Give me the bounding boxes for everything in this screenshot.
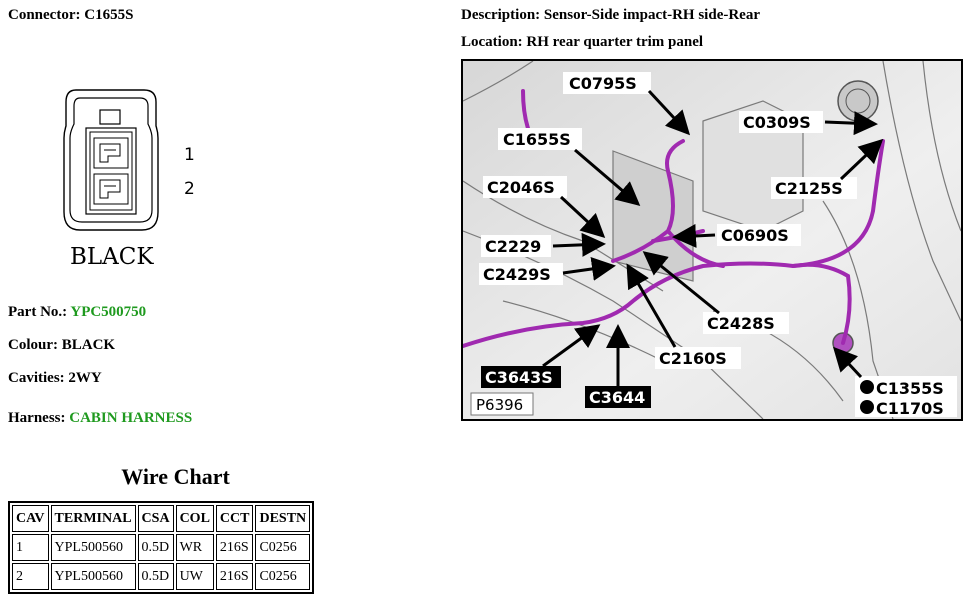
wire-chart-table: CAV TERMINAL CSA COL CCT DESTN 1 YPL5005…	[8, 501, 315, 594]
harness-line: Harness: CABIN HARNESS	[8, 410, 192, 427]
cavities-label: Cavities:	[8, 370, 65, 386]
harness-link[interactable]: CABIN HARNESS	[69, 410, 193, 426]
cavities-line: Cavities: 2WY	[8, 370, 102, 387]
callout-c3644: C3644	[585, 324, 651, 408]
cell-cct: 216S	[215, 563, 254, 590]
cavity-1	[93, 137, 129, 169]
callout-c1355s: C1355S	[832, 346, 957, 398]
svg-text:C2229: C2229	[485, 237, 541, 256]
location-line: Location: RH rear quarter trim panel	[461, 34, 703, 51]
callout-c0309s: C0309S	[739, 111, 878, 136]
svg-text:C1355S: C1355S	[876, 379, 944, 398]
colour-line: Colour: BLACK	[8, 337, 115, 354]
callout-c2160s: C2160S	[626, 263, 741, 369]
callout-c3643s: C3643S	[481, 324, 601, 388]
cell-col: WR	[175, 534, 214, 561]
cell-csa: 0.5D	[137, 563, 174, 590]
svg-text:P6396: P6396	[476, 396, 523, 414]
connector-pinout-drawing: 1 2 BLACK	[63, 89, 195, 270]
cell-cct: 216S	[215, 534, 254, 561]
svg-text:C1655S: C1655S	[503, 130, 571, 149]
location-image: C0795S C0309S C1655S C2125S C2046S C2229	[461, 59, 963, 421]
svg-text:C3643S: C3643S	[485, 368, 553, 387]
cell-terminal: YPL500560	[50, 563, 136, 590]
svg-text:C1170S: C1170S	[876, 399, 944, 418]
svg-text:C3644: C3644	[589, 388, 645, 407]
part-no-label: Part No.:	[8, 304, 68, 320]
callout-c2428s: C2428S	[642, 251, 789, 334]
location-label: Location:	[461, 34, 523, 50]
callout-c1655s: C1655S	[498, 128, 641, 206]
location-illustration: C0795S C0309S C1655S C2125S C2046S C2229	[463, 61, 961, 419]
callout-c2046s: C2046S	[483, 176, 606, 239]
svg-text:C0690S: C0690S	[721, 226, 789, 245]
description-line: Description: Sensor-Side impact-RH side-…	[461, 7, 760, 24]
pin-2-label: 2	[184, 179, 195, 199]
wire-chart-header-row: CAV TERMINAL CSA COL CCT DESTN	[12, 505, 311, 532]
header-csa: CSA	[137, 505, 174, 532]
callout-c2229: C2229	[481, 232, 606, 257]
table-row: 2 YPL500560 0.5D UW 216S C0256	[12, 563, 311, 590]
cell-destn: C0256	[255, 563, 311, 590]
connector-value: C1655S	[84, 7, 134, 23]
harness-label: Harness:	[8, 410, 66, 426]
housing-color-label: BLACK	[70, 244, 154, 270]
connector-label: Connector:	[8, 7, 81, 23]
cavity-2	[93, 173, 129, 205]
connector-line: Connector: C1655S	[8, 7, 133, 24]
location-value: RH rear quarter trim panel	[526, 34, 704, 50]
callout-c0795s: C0795S	[563, 72, 691, 136]
svg-text:C0795S: C0795S	[569, 74, 637, 93]
header-col: COL	[175, 505, 214, 532]
svg-text:C2428S: C2428S	[707, 314, 775, 333]
cell-cav: 1	[12, 534, 49, 561]
header-terminal: TERMINAL	[50, 505, 136, 532]
svg-text:C0309S: C0309S	[743, 113, 811, 132]
table-row: 1 YPL500560 0.5D WR 216S C0256	[12, 534, 311, 561]
part-no-line: Part No.: YPC500750	[8, 304, 146, 321]
wire-chart-title: Wire Chart	[121, 464, 230, 489]
cell-col: UW	[175, 563, 214, 590]
figure-id: P6396	[470, 392, 534, 416]
svg-text:C2429S: C2429S	[483, 265, 551, 284]
header-cav: CAV	[12, 505, 49, 532]
callout-c2429s: C2429S	[479, 257, 616, 285]
cell-csa: 0.5D	[137, 534, 174, 561]
header-destn: DESTN	[255, 505, 311, 532]
colour-value: BLACK	[61, 337, 116, 353]
cell-terminal: YPL500560	[50, 534, 136, 561]
svg-text:C2125S: C2125S	[775, 179, 843, 198]
cell-destn: C0256	[255, 534, 311, 561]
pin-1-label: 1	[184, 145, 195, 165]
part-no-link[interactable]: YPC500750	[70, 304, 147, 320]
description-value: Sensor-Side impact-RH side-Rear	[543, 7, 760, 23]
cell-cav: 2	[12, 563, 49, 590]
description-label: Description:	[461, 7, 541, 23]
speaker-icon	[837, 80, 879, 122]
colour-label: Colour:	[8, 337, 58, 353]
cavities-value: 2WY	[68, 370, 102, 386]
svg-text:C2160S: C2160S	[659, 349, 727, 368]
callout-c0690s: C0690S	[672, 223, 801, 248]
callout-c2125s: C2125S	[771, 138, 884, 199]
callout-c1170s: C1170S	[855, 397, 957, 418]
header-cct: CCT	[215, 505, 254, 532]
svg-text:C2046S: C2046S	[487, 178, 555, 197]
